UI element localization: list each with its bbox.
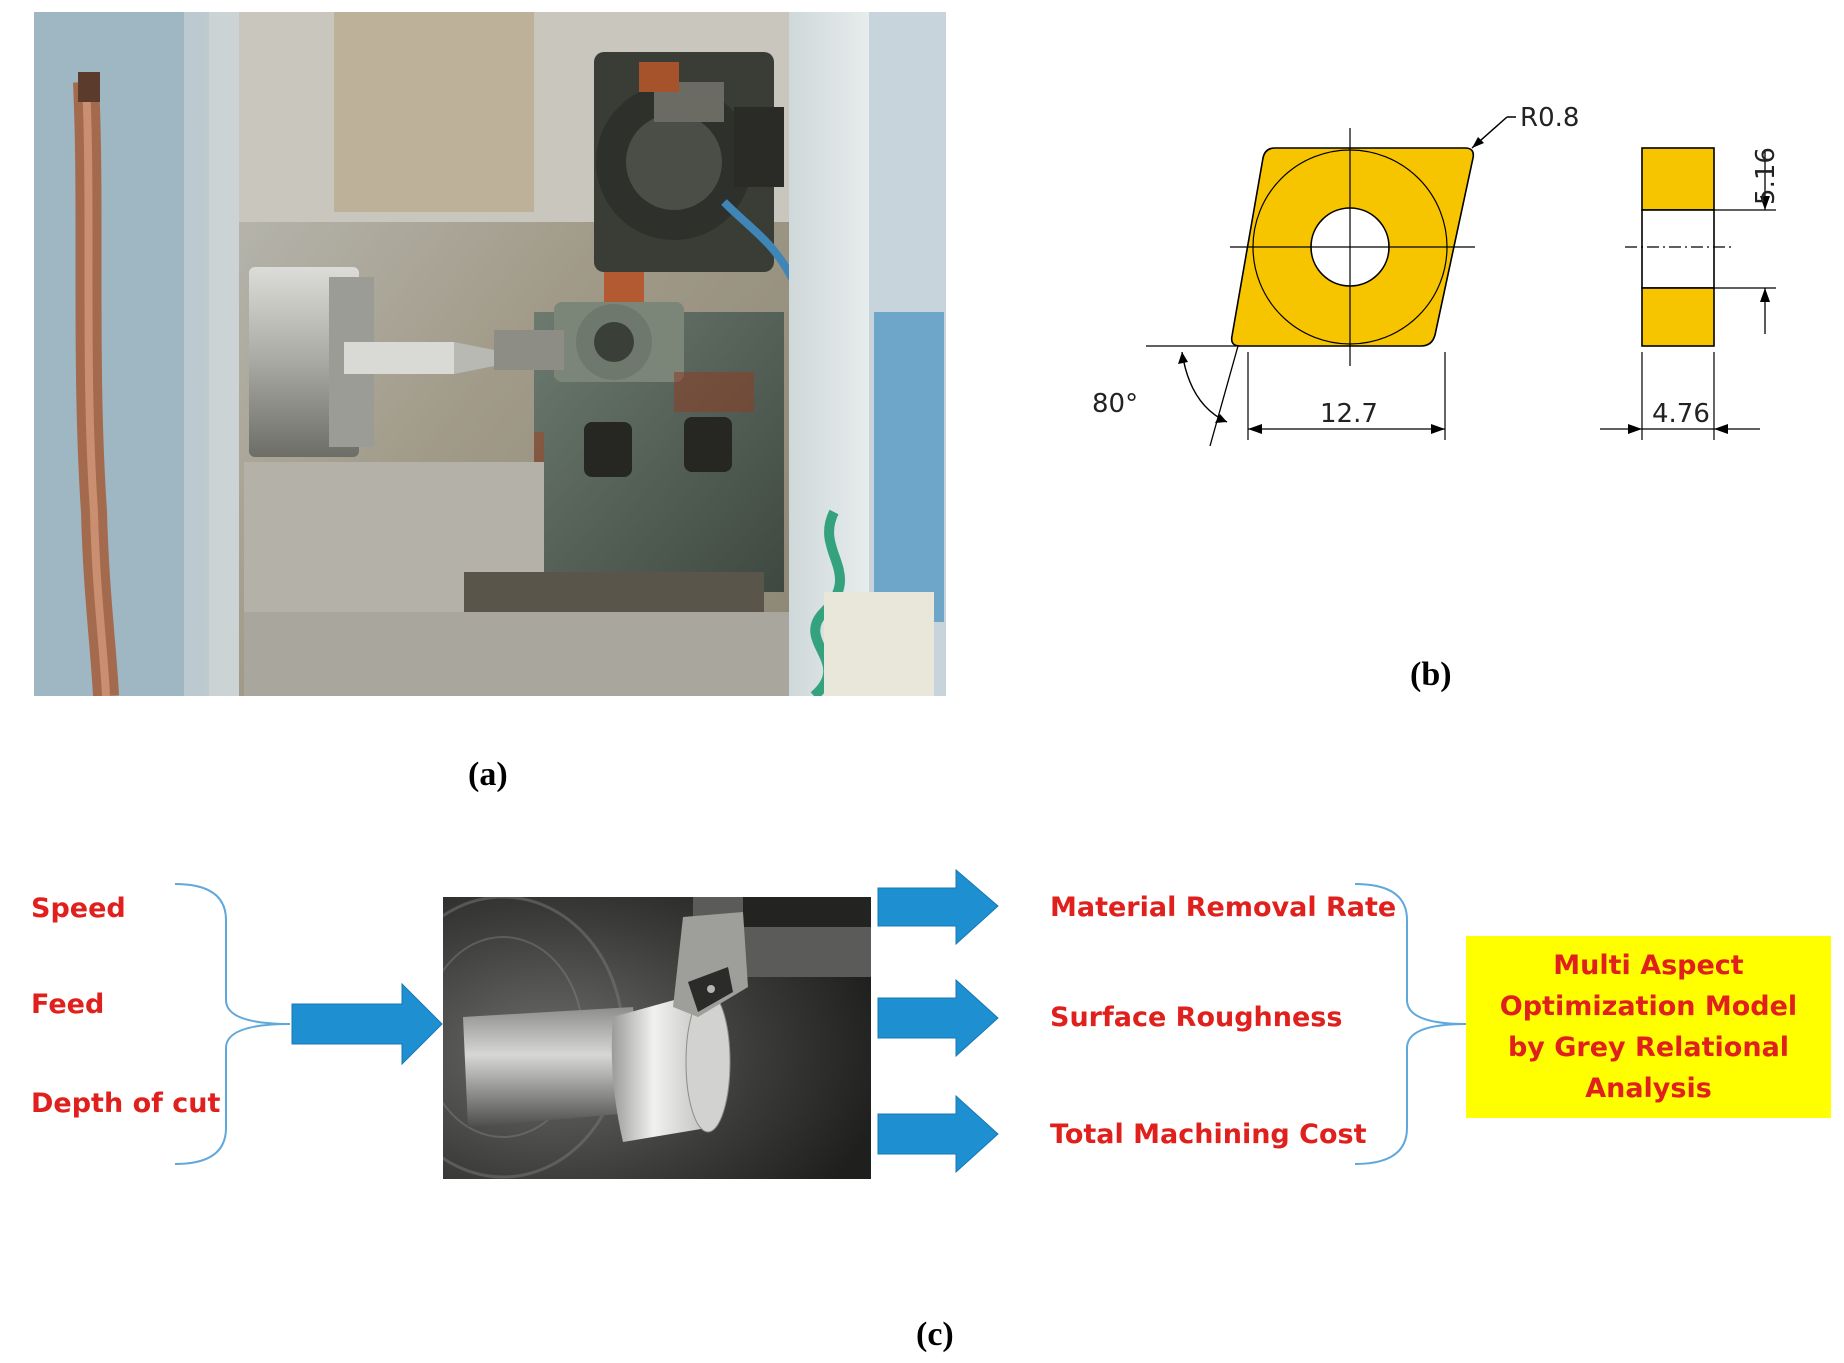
- right-brace: [1354, 883, 1467, 1165]
- input-depth-label: Depth of cut: [31, 1088, 221, 1119]
- insert-technical-drawing: R0.8 80° 12.7 5.16 4.76: [1092, 103, 1781, 447]
- output-cost-label: Total Machining Cost: [1050, 1119, 1367, 1150]
- cnc-lathe-photo: [34, 12, 946, 696]
- optimization-model-label: Multi Aspect Optimization Model by Grey …: [1499, 950, 1798, 1104]
- output-mrr-label: Material Removal Rate: [1050, 892, 1397, 923]
- height-label: 5.16: [1751, 147, 1781, 205]
- panel-a-caption: (a): [468, 756, 508, 793]
- input-arrow: [291, 982, 443, 1066]
- insert-side-view: [1641, 147, 1715, 347]
- left-brace: [174, 883, 291, 1165]
- input-speed-label: Speed: [31, 893, 126, 924]
- output-arrow-cost: [877, 1094, 999, 1174]
- insert-top-view: [1230, 128, 1475, 366]
- radius-label: R0.8: [1520, 103, 1579, 133]
- optimization-model-box: Multi Aspect Optimization Model by Grey …: [1466, 936, 1831, 1118]
- thickness-label: 4.76: [1652, 399, 1710, 429]
- output-roughness-label: Surface Roughness: [1050, 1002, 1343, 1033]
- panel-c-caption: (c): [916, 1316, 954, 1353]
- output-arrow-roughness: [877, 978, 999, 1058]
- turning-operation-photo: [443, 897, 871, 1179]
- input-feed-label: Feed: [31, 989, 105, 1020]
- angle-label: 80°: [1092, 389, 1138, 419]
- width-label: 12.7: [1320, 399, 1378, 429]
- panel-b-caption: (b): [1410, 656, 1452, 693]
- output-arrow-mrr: [877, 868, 999, 946]
